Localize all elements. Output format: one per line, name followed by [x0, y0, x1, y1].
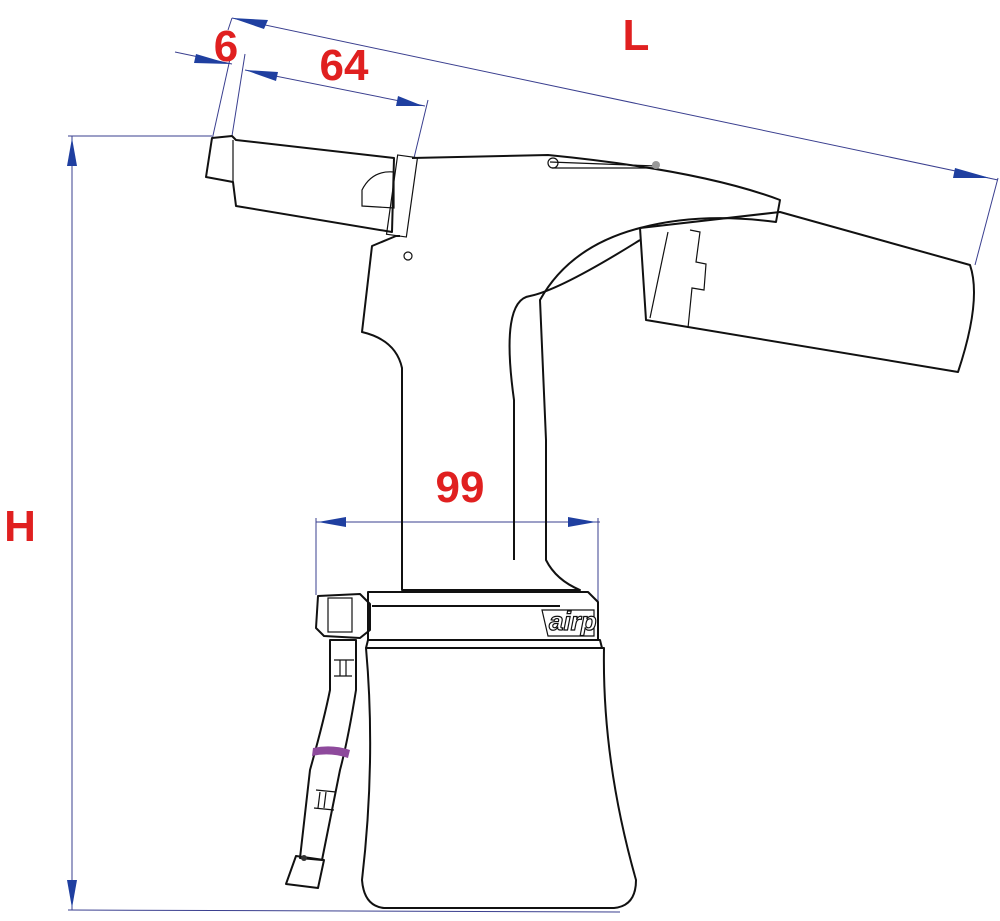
reservoir — [639, 211, 975, 373]
dim-label-L: L — [623, 11, 650, 60]
lever-pivot — [547, 157, 559, 169]
dimension-lines — [67, 17, 999, 913]
tool-body — [361, 154, 781, 591]
brand-logo: airp — [549, 606, 597, 636]
ext-line-H-bottom — [67, 909, 621, 913]
ext-line-L-start — [227, 17, 233, 31]
hose-band — [312, 746, 350, 758]
dim-label-64: 64 — [320, 41, 369, 90]
swivel-body — [327, 597, 353, 633]
dim-label-H: H — [4, 502, 36, 551]
tool-outline: airp — [205, 135, 975, 909]
arrow-64-start — [245, 70, 278, 81]
arrow-H-top — [67, 138, 77, 166]
trigger-lever — [549, 161, 657, 167]
hose-grip — [313, 789, 337, 811]
lever-end — [652, 161, 660, 169]
handle-inner-edge — [508, 239, 641, 560]
logo-plate — [541, 609, 595, 637]
ext-line-L — [974, 177, 999, 266]
arrow-L-start — [232, 18, 268, 29]
motor-housing — [361, 647, 637, 909]
arrow-99-end — [568, 517, 596, 527]
hose-end-fitting — [285, 855, 325, 889]
ext-line-6a — [211, 49, 233, 141]
arrow-H-bottom — [67, 880, 77, 908]
ext-line-64 — [413, 99, 429, 159]
arrow-L-end — [953, 168, 990, 178]
dim-label-6: 6 — [214, 22, 238, 71]
arrow-99-start — [318, 517, 346, 527]
hose-fitting — [334, 659, 354, 677]
fitting-bolt — [301, 855, 307, 861]
ext-line-6b — [231, 53, 246, 137]
pivot-pin — [403, 251, 413, 261]
jaw-housing — [361, 171, 395, 209]
dim-line-L — [231, 17, 999, 181]
nose-piece — [205, 135, 395, 233]
arrow-64-end — [396, 96, 423, 106]
collar-base — [365, 639, 603, 649]
reservoir-clips — [649, 229, 707, 329]
air-swivel — [315, 593, 371, 639]
dim-label-99: 99 — [436, 463, 485, 512]
nose-clamp — [385, 154, 419, 238]
arrow-6 — [194, 54, 230, 64]
